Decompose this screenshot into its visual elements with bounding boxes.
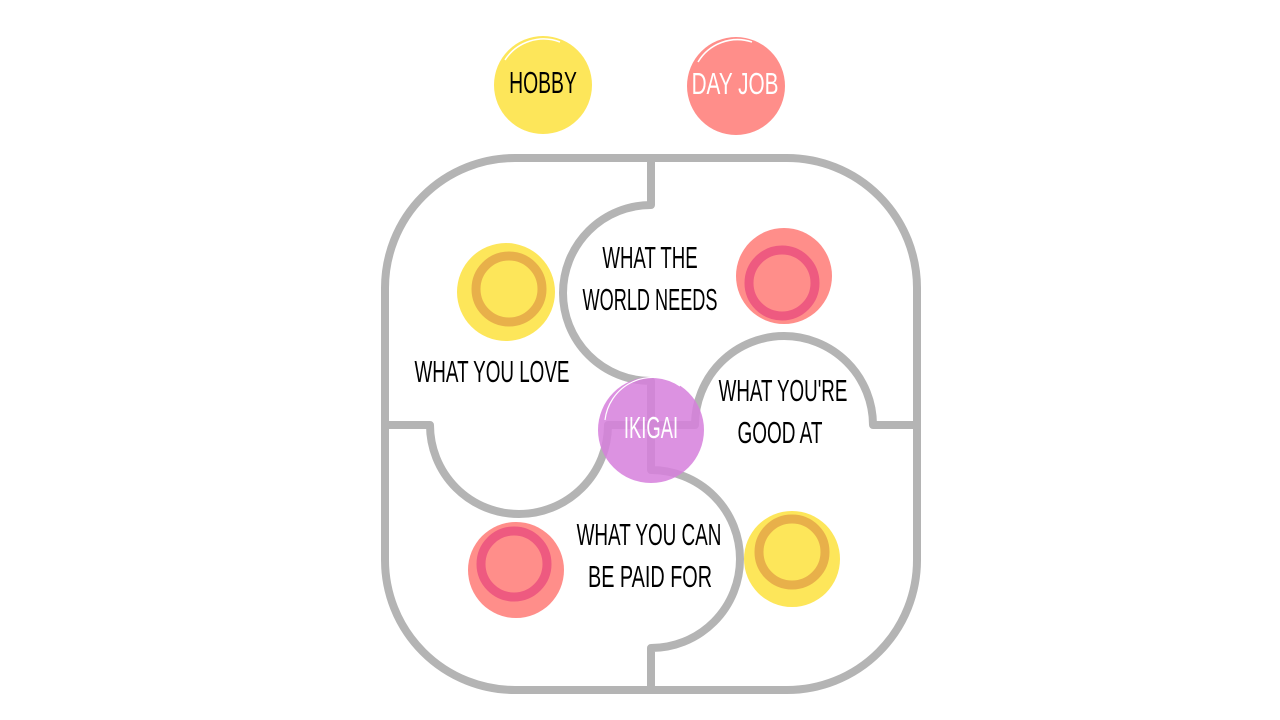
paid-for-label-line1: WHAT YOU CAN [576, 517, 722, 552]
legend-day-job [687, 37, 785, 135]
paid-for-label-line2: BE PAID FOR [587, 559, 713, 594]
day-job-label: DAY JOB [691, 66, 779, 101]
ikigai-label: IKIGAI [623, 410, 679, 445]
marker-paid-for-day-job [468, 522, 564, 618]
brush-stroke-icon [604, 376, 681, 421]
ikigai-blob [598, 377, 704, 483]
legend-hobby [494, 36, 592, 134]
world-needs-label-line1: WHAT THE [602, 240, 698, 275]
world-needs-label-line2: WORLD NEEDS [582, 282, 718, 317]
day-job-blob [687, 37, 785, 135]
good-at-label-line2: GOOD AT [737, 415, 823, 450]
brush-stroke-icon [697, 38, 753, 63]
hobby-label: HOBBY [509, 65, 577, 100]
ikigai-center [598, 376, 704, 483]
marker-love-hobby [457, 243, 555, 341]
marker-world-needs-day-job [736, 228, 832, 324]
love-label: WHAT YOU LOVE [414, 354, 570, 389]
good-at-label-line1: WHAT YOU'RE [718, 373, 848, 408]
hobby-blob [494, 36, 592, 134]
brush-stroke-icon [504, 38, 561, 61]
marker-good-at-hobby [744, 511, 840, 607]
